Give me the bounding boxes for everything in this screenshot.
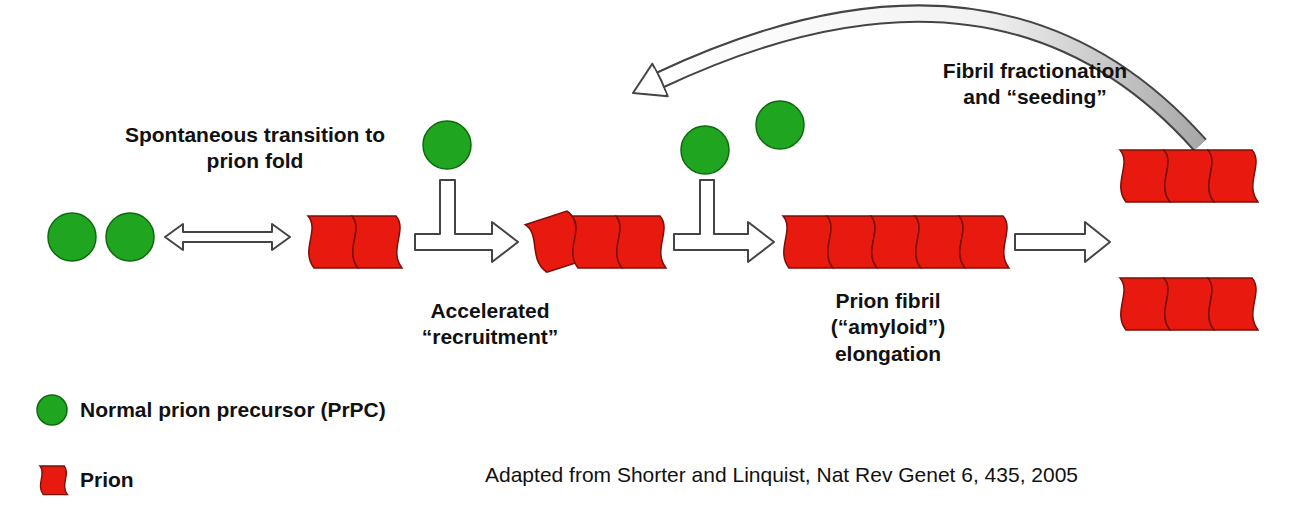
legend-entry: Prion: [34, 462, 134, 498]
legend-swatch: [34, 392, 70, 428]
seeding-arrow: [633, 14, 1200, 145]
step-label: Spontaneous transition to prion fold: [120, 122, 390, 175]
legend-text: Normal prion precursor (PrPC): [80, 398, 386, 422]
legend-text: Prion: [80, 468, 134, 492]
legend-swatch: [34, 462, 70, 498]
citation: Adapted from Shorter and Linquist, Nat R…: [485, 462, 1295, 488]
step-label: Fibril fractionation and “seeding”: [935, 58, 1135, 111]
step-label: Accelerated “recruitment”: [375, 298, 605, 351]
step-label: Prion fibril (“amyloid”) elongation: [798, 288, 978, 367]
legend-entry: Normal prion precursor (PrPC): [34, 392, 386, 428]
prpc-circles: [48, 101, 804, 261]
